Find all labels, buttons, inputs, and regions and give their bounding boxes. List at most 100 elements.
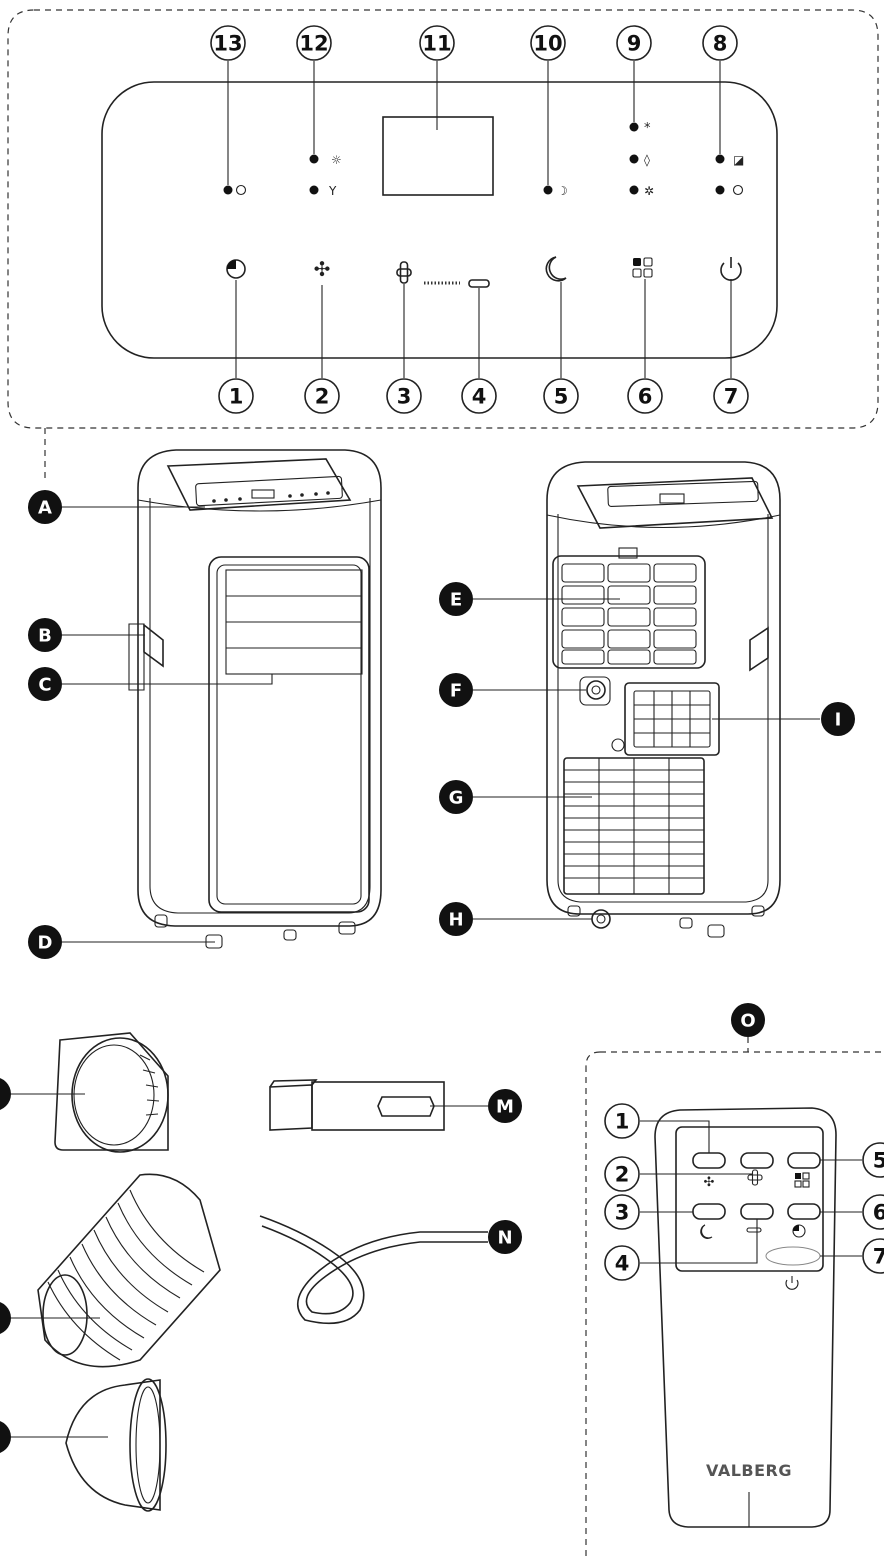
remote-swing-button: [692, 1152, 726, 1169]
led-heat: [309, 154, 319, 164]
timer-button-icon: [226, 259, 246, 279]
led-dehumidify: [629, 154, 639, 164]
remote-callout-1-label: 1: [615, 1110, 630, 1134]
remote-callout-2-label: 2: [615, 1163, 630, 1187]
back-drain-port: [586, 680, 606, 700]
callout-I-label: I: [835, 710, 842, 731]
callout-4-label: 4: [472, 385, 487, 409]
remote-callout-7-label: 7: [873, 1245, 884, 1269]
callout-O-label: O: [740, 1011, 755, 1032]
front-body-outline: [137, 449, 382, 927]
callout-9-label: 9: [627, 32, 642, 56]
unit-callouts: A B C D E F G H I: [28, 490, 855, 959]
callout-I: I: [821, 702, 855, 736]
callout-9: 9: [616, 25, 652, 61]
remote-callout-3: 3: [604, 1194, 640, 1230]
fan-indicator-icon: Y: [328, 184, 337, 198]
callout-13-label: 13: [213, 32, 242, 56]
plus-button-icon: [396, 261, 412, 284]
callout-5: 5: [543, 378, 579, 414]
remote-minus-icon: [746, 1227, 762, 1233]
remote-callout-7: 7: [862, 1238, 884, 1274]
tank-indicator-icon: ◪: [733, 153, 744, 167]
front-top-panel: [166, 458, 352, 511]
window-slide-bracket: M: [269, 1079, 522, 1131]
mode-button-icon: [632, 257, 653, 278]
callout-B-label: B: [38, 626, 52, 647]
callout-2-label: 2: [315, 385, 330, 409]
callout-6-label: 6: [638, 385, 653, 409]
callout-H-label: H: [448, 910, 463, 931]
remote-control-detail: O ✣: [585, 1003, 884, 1557]
remote-buttons: ✣: [692, 1152, 821, 1290]
remote-sleep-button: [692, 1203, 726, 1220]
exhaust-hose: [0, 1173, 221, 1368]
callout-11: 11: [419, 25, 455, 61]
callout-B: B: [28, 618, 62, 652]
callout-2: 2: [304, 378, 340, 414]
callout-M-label: M: [496, 1097, 514, 1118]
callout-8-label: 8: [713, 32, 728, 56]
back-side-handle: [749, 626, 769, 672]
remote-callout-6: 6: [862, 1194, 884, 1230]
callout-O: O: [731, 1003, 765, 1037]
drain-pipe: N: [259, 1215, 522, 1325]
remote-callout-1: 1: [604, 1103, 640, 1139]
remote-timer-icon: [792, 1224, 806, 1238]
callout-G: G: [439, 780, 473, 814]
callout-7: 7: [713, 378, 749, 414]
remote-power-icon: [785, 1276, 799, 1290]
back-upper-filter: [552, 555, 706, 669]
callout-G-label: G: [449, 788, 464, 809]
back-top-panel: [576, 477, 774, 529]
remote-body: [654, 1107, 837, 1528]
remote-callouts: 1 2 3 4 5 6 7: [604, 1103, 884, 1281]
snowflake-indicator-icon: *: [644, 121, 651, 136]
callout-10: 10: [530, 25, 566, 61]
led-auto: [629, 185, 639, 195]
callout-A: A: [28, 490, 62, 524]
callout-11-label: 11: [422, 32, 451, 56]
remote-plus-icon: [747, 1169, 763, 1186]
remote-callout-6-label: 6: [873, 1201, 884, 1225]
remote-callout-2: 2: [604, 1156, 640, 1192]
remote-plus-button: [740, 1152, 774, 1169]
callout-A-label: A: [38, 498, 52, 519]
svg-text:✣: ✣: [314, 257, 331, 281]
remote-mode-icon: [794, 1172, 810, 1188]
hose-nozzle: [0, 1378, 167, 1512]
remote-callout-4: 4: [604, 1245, 640, 1281]
callout-1: 1: [218, 378, 254, 414]
panel-callouts-bottom: 1 2 3 4 5 6 7: [218, 378, 749, 414]
indicator-leds: ☼ Y ☽ * ◊ ✲ ◪: [223, 121, 744, 198]
back-bottom-drain: [591, 909, 611, 929]
callout-F-label: F: [450, 681, 462, 702]
auto-indicator-icon: ✲: [644, 184, 654, 198]
remote-timer-button: [787, 1203, 821, 1220]
remote-swing-icon: ✣: [704, 1175, 715, 1190]
callout-D-label: D: [38, 933, 53, 954]
front-door-frame: [208, 556, 370, 913]
remote-mode-button: [787, 1152, 821, 1169]
sleep-button-icon: [545, 256, 567, 282]
callout-N: N: [488, 1220, 522, 1254]
remote-leader-lines: [640, 1120, 862, 1264]
remote-callout-5-label: 5: [873, 1149, 884, 1173]
accessories: M N: [0, 1032, 522, 1512]
display-window: [382, 116, 494, 196]
callout-13: 13: [210, 25, 246, 61]
back-upper-filter-cells: [561, 563, 697, 665]
callout-7-label: 7: [724, 385, 739, 409]
front-wheels: [154, 914, 356, 949]
panel-outline: [101, 81, 778, 359]
callout-6: 6: [627, 378, 663, 414]
back-lower-grille-slats: [564, 758, 704, 894]
callout-8: 8: [702, 25, 738, 61]
led-fan: [309, 185, 319, 195]
control-panel-detail: ☼ Y ☽ * ◊ ✲ ◪ ✣: [7, 9, 879, 478]
unit-back-view: [546, 461, 781, 938]
minus-button-icon: [468, 279, 490, 288]
sun-indicator-icon: ☼: [331, 153, 342, 167]
